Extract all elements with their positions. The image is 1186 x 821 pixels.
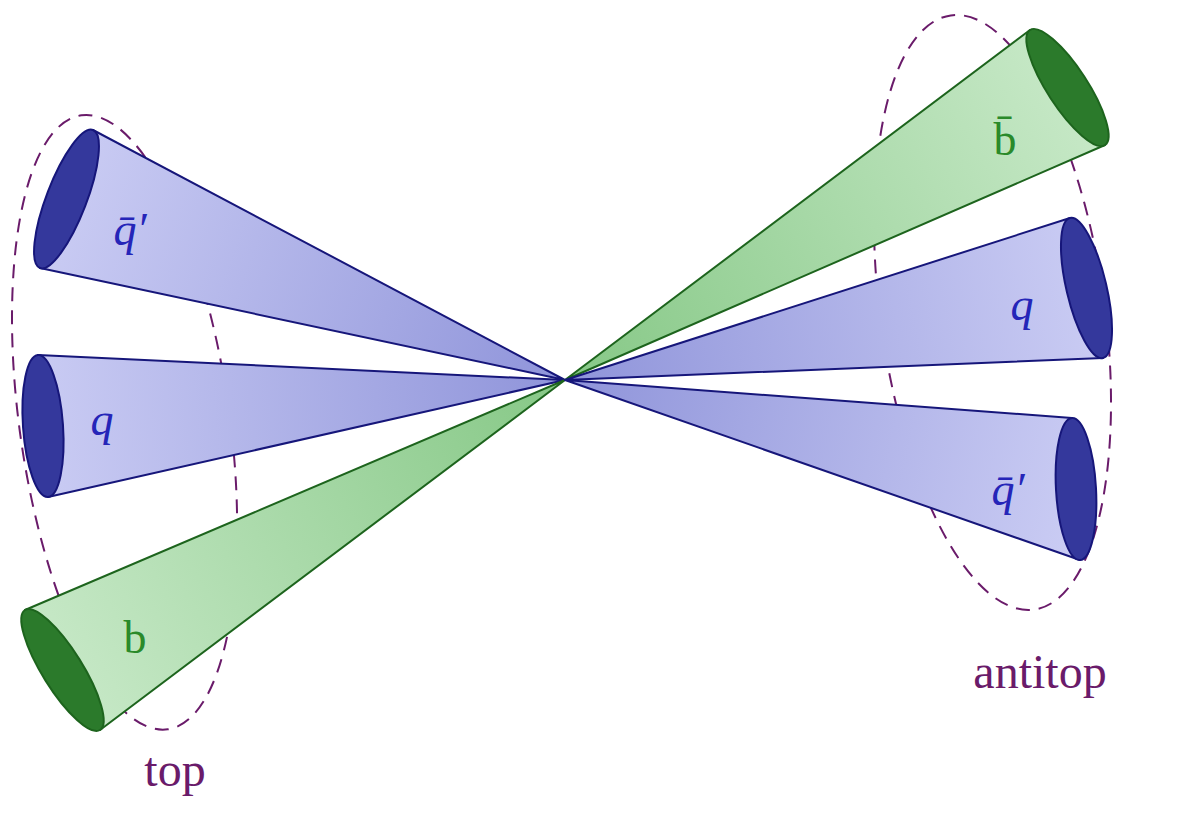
label-holder: q — [91, 397, 114, 443]
cone-shape — [535, 188, 1133, 410]
cone-body — [565, 380, 1080, 560]
particle-group-outline: topq̄′qb — [8, 111, 241, 734]
cone-cap — [21, 123, 111, 275]
label-holder: b — [124, 615, 147, 661]
cone-cap — [18, 354, 68, 499]
particle-group-outline: antitopb̄qq̄′ — [870, 11, 1115, 614]
cone-cap — [1052, 417, 1100, 561]
group-label: top — [144, 743, 205, 796]
jet-label: b — [124, 612, 147, 663]
cone-shape — [0, 350, 595, 760]
jet-cone: q — [535, 188, 1133, 410]
cone-body — [565, 30, 1105, 380]
cone-cap — [1013, 19, 1122, 156]
label-holder: antitop — [973, 648, 1106, 696]
jet-label: b̄ — [994, 114, 1017, 165]
cone-body — [40, 130, 565, 380]
label-holder: q̄′ — [113, 207, 146, 253]
jet-cone: q̄′ — [535, 350, 1110, 590]
jet-label: q̄′ — [991, 464, 1024, 515]
cone-cap — [1051, 213, 1123, 362]
jet-label: q̄′ — [113, 204, 146, 255]
label-holder: b̄ — [994, 117, 1017, 163]
jet-label: q — [91, 394, 114, 445]
jet-cone: b — [0, 350, 595, 760]
cone-body — [565, 218, 1103, 380]
label-holder: top — [144, 746, 205, 794]
jet-label: q — [1011, 279, 1034, 330]
cone-body — [25, 380, 565, 730]
cone-cap — [8, 599, 117, 740]
group-label: antitop — [973, 645, 1106, 698]
label-holder: q̄′ — [991, 467, 1024, 513]
label-holder: q — [1011, 282, 1034, 328]
